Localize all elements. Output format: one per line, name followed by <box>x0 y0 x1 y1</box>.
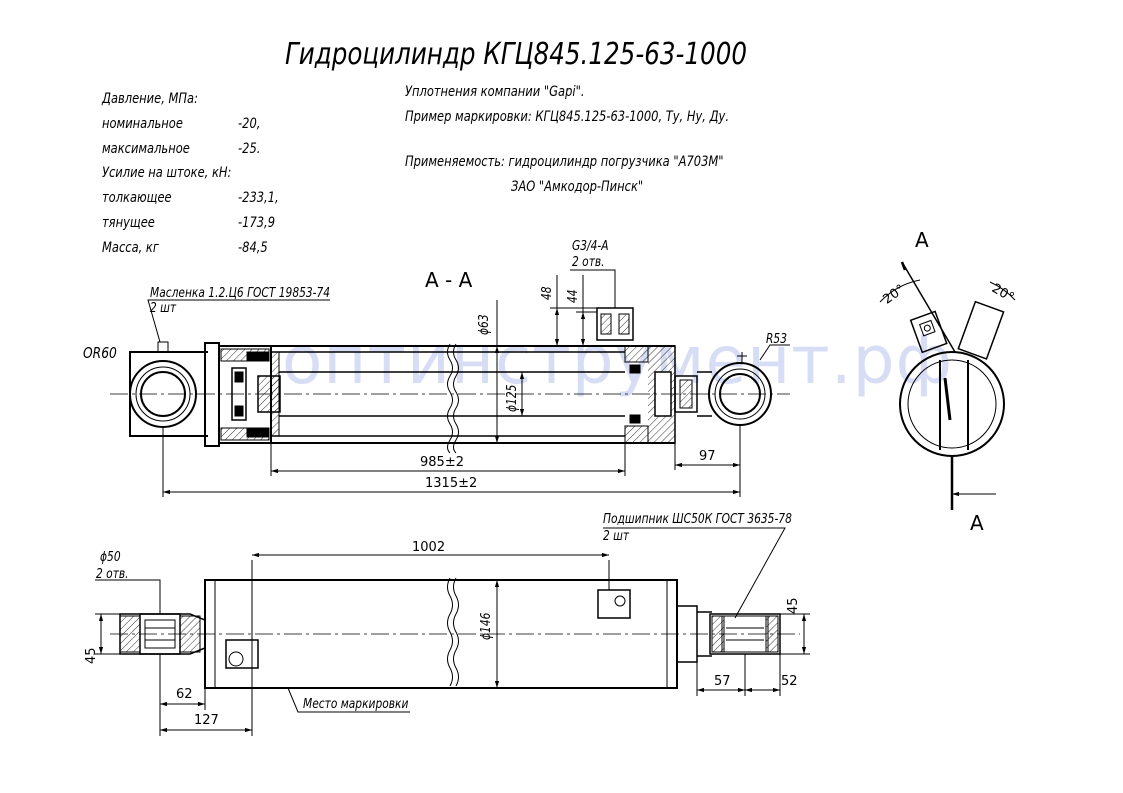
dim-r53: R53 <box>766 332 787 347</box>
spec-label-mass: Масса, кг <box>102 240 159 256</box>
dim-1315: 1315±2 <box>425 476 478 491</box>
spec-value-push: -233,1, <box>238 190 279 206</box>
dim-d125: ϕ125 <box>505 384 520 412</box>
dim-1002: 1002 <box>412 540 446 555</box>
dim-45-right: 45 <box>786 597 801 614</box>
dim-57: 57 <box>714 674 731 689</box>
dim-985: 985±2 <box>420 455 464 470</box>
dim-44: 44 <box>566 289 581 303</box>
dim-48: 48 <box>540 286 555 300</box>
callout-hole: ϕ50 <box>100 550 121 565</box>
drawing-title: Гидроцилиндр КГЦ845.125-63-1000 <box>285 37 748 72</box>
note-applicability: Применяемость: гидроцилиндр погрузчика "… <box>405 154 724 170</box>
note-seals: Уплотнения компании "Gapi". <box>405 84 585 100</box>
dim-or60: OR60 <box>83 344 117 362</box>
dim-d63: ϕ63 <box>477 314 492 335</box>
callout-oiler: Масленка 1.2.Ц6 ГОСТ 19853-74 <box>150 286 331 301</box>
outside-view <box>95 527 810 736</box>
callout-bearing: Подшипник ШС50К ГОСТ 3635-78 <box>603 512 792 527</box>
dim-97: 97 <box>699 449 716 464</box>
spec-label-force: Усилие на штоке, кН: <box>102 165 232 181</box>
section-marker-top: А <box>915 228 929 252</box>
note-marking: Пример маркировки: КГЦ845.125-63-1000, Т… <box>405 109 729 125</box>
dim-45-left: 45 <box>84 647 99 664</box>
section-label: А - А <box>425 268 473 292</box>
callout-hole-qty: 2 отв. <box>96 567 129 582</box>
spec-value-max: -25. <box>238 141 261 157</box>
section-view <box>110 269 790 497</box>
spec-value-nominal: -20, <box>238 116 261 132</box>
spec-label-push: толкающее <box>102 190 172 206</box>
spec-value-pull: -173,9 <box>238 215 276 231</box>
spec-label-pressure: Давление, МПа: <box>102 91 198 107</box>
watermark: оптинструмент.рф <box>282 322 954 399</box>
callout-bearing-qty: 2 шт <box>603 529 630 544</box>
callout-marking-place: Место маркировки <box>303 697 409 712</box>
section-marker-bottom: А <box>970 511 984 535</box>
callout-port: G3/4-A <box>572 239 609 254</box>
end-view <box>879 261 1016 510</box>
spec-label-pull: тянущее <box>102 215 155 231</box>
spec-value-mass: -84,5 <box>238 240 268 256</box>
callout-oiler-qty: 2 шт <box>150 301 177 316</box>
dim-127: 127 <box>194 713 219 728</box>
dim-52: 52 <box>781 674 798 689</box>
dim-62: 62 <box>176 687 193 702</box>
dim-d146: ϕ146 <box>479 612 494 640</box>
spec-label-nominal: номинальное <box>102 116 183 132</box>
callout-port-qty: 2 отв. <box>572 255 605 270</box>
spec-label-max: максимальное <box>102 141 190 157</box>
note-company: ЗАО "Амкодор-Пинск" <box>511 179 644 195</box>
